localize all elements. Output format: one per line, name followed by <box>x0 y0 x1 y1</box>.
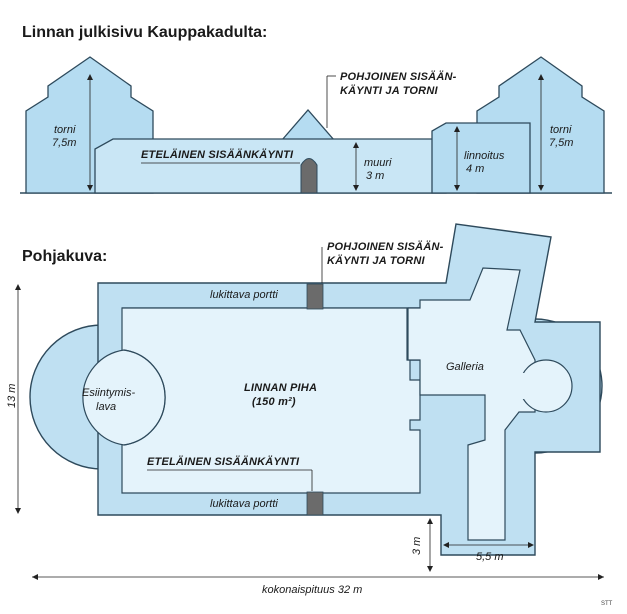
gallery <box>407 267 536 541</box>
south-gate <box>306 491 324 516</box>
small-dim-arrow <box>427 518 433 524</box>
gallery-connector <box>505 373 525 399</box>
tower-right-dim-arrow <box>538 74 544 80</box>
plan-title: Pohjakuva: <box>22 248 107 265</box>
height-dim-arrow <box>15 508 21 514</box>
total-length-label: kokonaispituus 32 m <box>262 584 362 596</box>
gallery-round-room <box>519 359 573 413</box>
gallery-width-label: 5,5 m <box>476 551 504 563</box>
fortification-block <box>431 122 531 194</box>
courtyard-area: (150 m²) <box>252 396 296 408</box>
height-dim-arrow <box>15 284 21 290</box>
tower-right-dim-arrow <box>538 185 544 191</box>
fortification-dim-arrow <box>454 126 460 132</box>
tower-left-height: 7,5m <box>52 137 76 149</box>
small-dim-label: 3 m <box>411 537 423 555</box>
credit: STT <box>601 601 613 607</box>
fortification-height: 4 m <box>466 163 484 175</box>
tower-right-label: torni <box>550 124 572 136</box>
tower-left-dim-arrow <box>87 185 93 191</box>
tower-left-dim-arrow <box>87 74 93 80</box>
plan-north-entrance-line1: POHJOINEN SISÄÄN- <box>327 240 444 253</box>
south-gate-door <box>300 158 318 194</box>
gallery-width-dim-arrow <box>443 542 449 548</box>
north-gate <box>306 283 324 310</box>
stage-label-line2: lava <box>96 401 116 413</box>
courtyard-label: LINNAN PIHA <box>244 382 317 394</box>
fortification-label: linnoitus <box>464 150 505 162</box>
wall-dim-arrow <box>353 142 359 148</box>
tower-right-height: 7,5m <box>549 137 573 149</box>
wall-label: muuri <box>364 157 392 169</box>
elevation-north-entrance-line2: KÄYNTI JA TORNI <box>340 84 438 97</box>
plan-south-entrance-label: ETELÄINEN SISÄÄNKÄYNTI <box>147 455 300 468</box>
total-length-dim-arrow <box>32 574 38 580</box>
plan-north-entrance-line2: KÄYNTI JA TORNI <box>327 254 425 267</box>
fortification-dim-arrow <box>454 185 460 191</box>
gate-top-label: lukittava portti <box>210 289 278 301</box>
gallery-width-dim-arrow <box>528 542 534 548</box>
total-length-dim-arrow <box>598 574 604 580</box>
small-dim-arrow <box>427 566 433 572</box>
tower-left-label: torni <box>54 124 76 136</box>
north-tower-roof <box>280 109 336 141</box>
stage-label-line1: Esiintymis- <box>82 387 136 399</box>
height-dim-label: 13 m <box>6 384 18 408</box>
wall-height: 3 m <box>366 170 384 182</box>
gate-bottom-label: lukittava portti <box>210 498 278 510</box>
elevation-title: Linnan julkisivu Kauppakadulta: <box>22 24 267 41</box>
elevation-north-entrance-line1: POHJOINEN SISÄÄN- <box>340 70 457 83</box>
wall-dim-arrow <box>353 185 359 191</box>
gallery-label: Galleria <box>446 361 484 373</box>
central-wall <box>94 138 447 194</box>
stage-edge <box>123 349 166 446</box>
elevation-south-entrance-label: ETELÄINEN SISÄÄNKÄYNTI <box>141 148 294 161</box>
